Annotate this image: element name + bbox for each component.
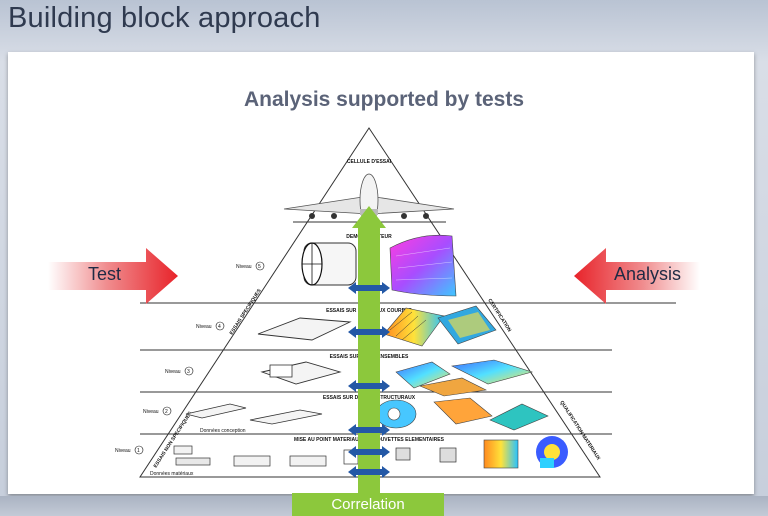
analysis-arrow bbox=[574, 248, 700, 304]
level-5-label: Niveau bbox=[236, 264, 252, 270]
level-1-illustrations bbox=[173, 436, 568, 469]
blue-double-arrows bbox=[348, 282, 390, 478]
correlation-label: Correlation bbox=[292, 493, 444, 516]
level-labels: Niveau 5 Niveau 4 Niveau 3 Niveau 2 Nive… bbox=[115, 261, 265, 455]
test-arrow bbox=[48, 248, 178, 304]
level-4-label: Niveau bbox=[196, 324, 212, 330]
level-2-number: 2 bbox=[165, 409, 168, 415]
apex-label: CELLULE D'ESSAI bbox=[347, 159, 392, 165]
level-1-label: Niveau bbox=[115, 448, 131, 454]
level-4-number: 4 bbox=[218, 324, 221, 330]
level-5-number: 5 bbox=[258, 264, 261, 270]
design-data-label: Données conception bbox=[200, 428, 246, 434]
level-5-illustrations bbox=[301, 234, 457, 297]
diagram-title: Analysis supported by tests bbox=[243, 88, 525, 111]
level-2-label: Niveau bbox=[143, 409, 159, 415]
level-2-illustrations bbox=[185, 397, 549, 431]
level-3-number: 3 bbox=[187, 369, 190, 375]
level-3-illustrations bbox=[260, 359, 534, 397]
level-1-number: 1 bbox=[137, 448, 140, 454]
slide-title: Building block approach bbox=[8, 2, 321, 34]
level-3-label: Niveau bbox=[165, 369, 181, 375]
material-data-label: Données matériaux bbox=[150, 471, 194, 477]
analysis-label: Analysis bbox=[614, 264, 682, 284]
test-label: Test bbox=[88, 264, 122, 284]
level-4-illustrations bbox=[257, 305, 497, 347]
